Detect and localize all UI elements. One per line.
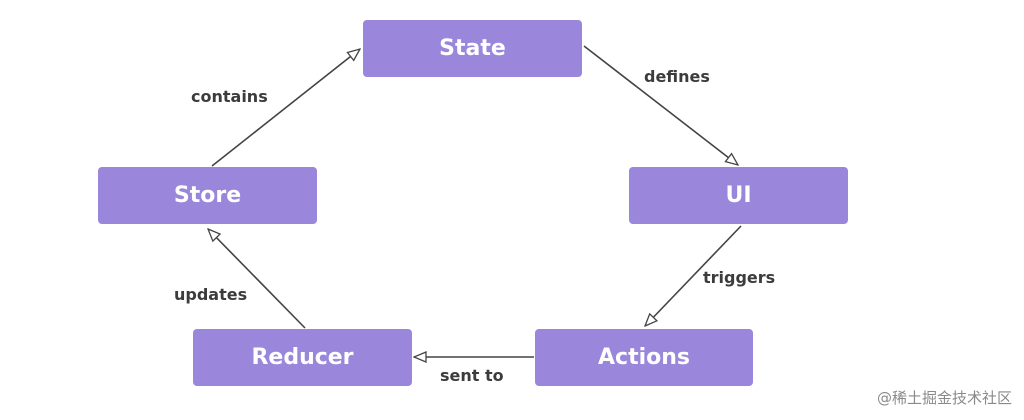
watermark-text: @稀土掘金技术社区: [876, 389, 1012, 407]
edge-label-contains: contains: [191, 87, 268, 106]
node-store: Store: [98, 167, 317, 224]
edge-label-defines: defines: [644, 67, 710, 86]
edge-label-updates: updates: [174, 285, 248, 304]
edge-updates: [208, 229, 306, 329]
edge-label-triggers: triggers: [703, 268, 776, 287]
edge-defines: [583, 45, 738, 165]
node-reducer: Reducer: [193, 329, 412, 386]
edge-label-sent-to: sent to: [440, 366, 504, 385]
node-state: State: [363, 20, 582, 77]
edge-contains: [211, 49, 360, 167]
edge-triggers: [645, 225, 742, 326]
node-ui: UI: [629, 167, 848, 224]
node-actions: Actions: [535, 329, 753, 386]
